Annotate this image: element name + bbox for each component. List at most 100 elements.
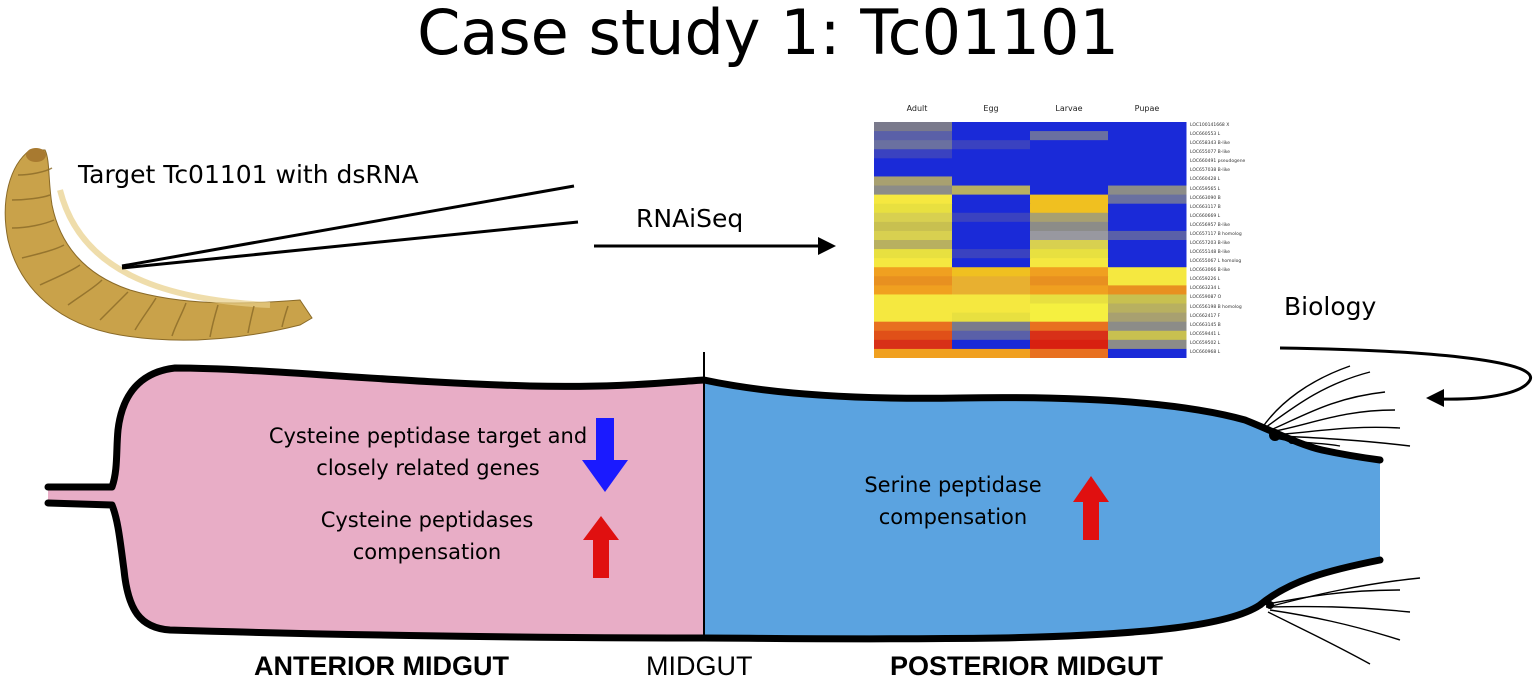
heatmap-cell [1030, 312, 1109, 323]
heatmap-cell [1030, 267, 1109, 277]
tubules-upper [1261, 365, 1411, 447]
heatmap-row-label: LOC659441 L [1190, 331, 1221, 337]
heatmap-cell [1108, 240, 1187, 250]
heatmap-cell [1108, 285, 1187, 295]
heatmap-cell [1030, 249, 1109, 259]
heatmap-row-label: LOC100141668 X [1190, 123, 1230, 128]
heatmap-cell [874, 258, 953, 268]
heatmap-cell [874, 230, 953, 241]
heatmap-cell [874, 221, 953, 232]
heatmap-column-header: Pupae [1134, 104, 1160, 113]
posterior-text-line: Serine peptidase [864, 473, 1042, 497]
heatmap-cell [1030, 258, 1109, 268]
heatmap-cell [952, 240, 1031, 250]
heatmap-cell [952, 167, 1031, 177]
heatmap-row-label: LOC660553 L [1190, 132, 1221, 138]
heatmap-cell [1030, 339, 1109, 350]
heatmap-cell [952, 267, 1031, 277]
larva-illustration [4, 148, 313, 341]
posterior-text-line: compensation [878, 505, 1028, 529]
heatmap-cell [874, 176, 953, 187]
heatmap-cell [952, 176, 1031, 187]
heatmap-cell [1030, 240, 1109, 250]
heatmap-cell [1030, 167, 1109, 177]
heatmap-cell [1108, 212, 1187, 223]
heatmap-cell [874, 348, 953, 358]
heatmap-cell [1108, 294, 1187, 305]
heatmap-cell [1108, 348, 1187, 358]
heatmap-cell [1030, 212, 1109, 223]
heatmap-cell [1030, 285, 1109, 295]
heatmap-row-label: LOC660491 pseudogene [1190, 159, 1246, 165]
heatmap-cell [1030, 194, 1109, 205]
heatmap-row-label: LOC660968 L [1190, 349, 1221, 355]
heatmap-row-label: LOC663145 B [1190, 322, 1221, 328]
heatmap-cell [952, 294, 1031, 305]
heatmap-cell [952, 249, 1031, 259]
heatmap-column-header: Egg [983, 104, 999, 113]
red-up-arrow-anterior [583, 516, 619, 578]
heatmap-cell [1030, 330, 1109, 341]
needle-line-upper [121, 184, 575, 268]
heatmap-cell [952, 285, 1031, 295]
heatmap-cell [952, 194, 1031, 205]
heatmap-cell [874, 149, 953, 159]
heatmap-cell [952, 185, 1031, 196]
anterior-midgut-shape [48, 368, 704, 638]
rnaiseq-label: RNAiSeq [636, 204, 744, 233]
posterior-text-compensation: Serine peptidase compensation [820, 469, 1086, 533]
heatmap-row-label: LOC655077 B-like [1190, 150, 1231, 156]
heatmap-cell [1108, 149, 1187, 159]
heatmap-cell [874, 339, 953, 350]
heatmap-cell [874, 212, 953, 223]
heatmap-cell [1108, 303, 1187, 314]
heatmap-cell [1030, 276, 1109, 286]
heatmap-cell [952, 158, 1031, 168]
heatmap-cell [874, 249, 953, 259]
heatmap-cell [1108, 158, 1187, 168]
heatmap-cell [1108, 249, 1187, 259]
heatmap-cell [874, 330, 953, 341]
heatmap-cell [1108, 258, 1187, 268]
anterior-text-compensation: Cysteine peptidases compensation [270, 504, 584, 568]
tubules-lower [1261, 577, 1421, 665]
heatmap-cell [874, 185, 953, 196]
heatmap-row-label: LOC657038 B-like [1190, 168, 1231, 174]
heatmap-row-label: LOC663234 L [1190, 286, 1221, 292]
heatmap-cell [952, 303, 1031, 314]
heatmap-cell [1030, 203, 1109, 214]
heatmap-cell [952, 149, 1031, 159]
heatmap-row-label: LOC659565 L [1190, 186, 1221, 192]
midgut-label: MIDGUT [646, 651, 753, 681]
heatmap-cell [1030, 221, 1109, 232]
heatmap-column-header: Adult [906, 104, 928, 113]
heatmap-cell [1108, 140, 1187, 150]
heatmap-cell [952, 339, 1031, 350]
heatmap-cell [1108, 203, 1187, 214]
heatmap-cell [1108, 122, 1187, 132]
heatmap-cell [874, 203, 953, 214]
anterior-text-target: Cysteine peptidase target and closely re… [258, 420, 598, 484]
heatmap-row-label: LOC656957 B-like [1190, 222, 1231, 228]
heatmap-row-label: LOC663117 B [1190, 204, 1221, 210]
heatmap-row-label: LOC657203 B-like [1190, 241, 1231, 246]
heatmap-cell [1030, 122, 1109, 132]
biology-label: Biology [1284, 292, 1377, 321]
heatmap-row-label: LOC655067 L homolog [1190, 259, 1242, 265]
heatmap-cell [1108, 267, 1187, 277]
heatmap-row-label: LOC655148 B-like [1190, 250, 1231, 256]
heatmap-cell [1108, 185, 1187, 196]
heatmap-cell [952, 140, 1031, 150]
heatmap-cell [1030, 348, 1109, 358]
heatmap-cell [952, 212, 1031, 223]
target-label: Target Tc01101 with dsRNA [78, 160, 419, 189]
biology-arrow [1279, 346, 1532, 407]
heatmap-cell [952, 330, 1031, 341]
heatmap-cell [1030, 185, 1109, 196]
heatmap-cell [1030, 303, 1109, 314]
heatmap-cell [874, 294, 953, 305]
heatmap-cell [874, 267, 953, 277]
heatmap-cell [1108, 230, 1187, 241]
